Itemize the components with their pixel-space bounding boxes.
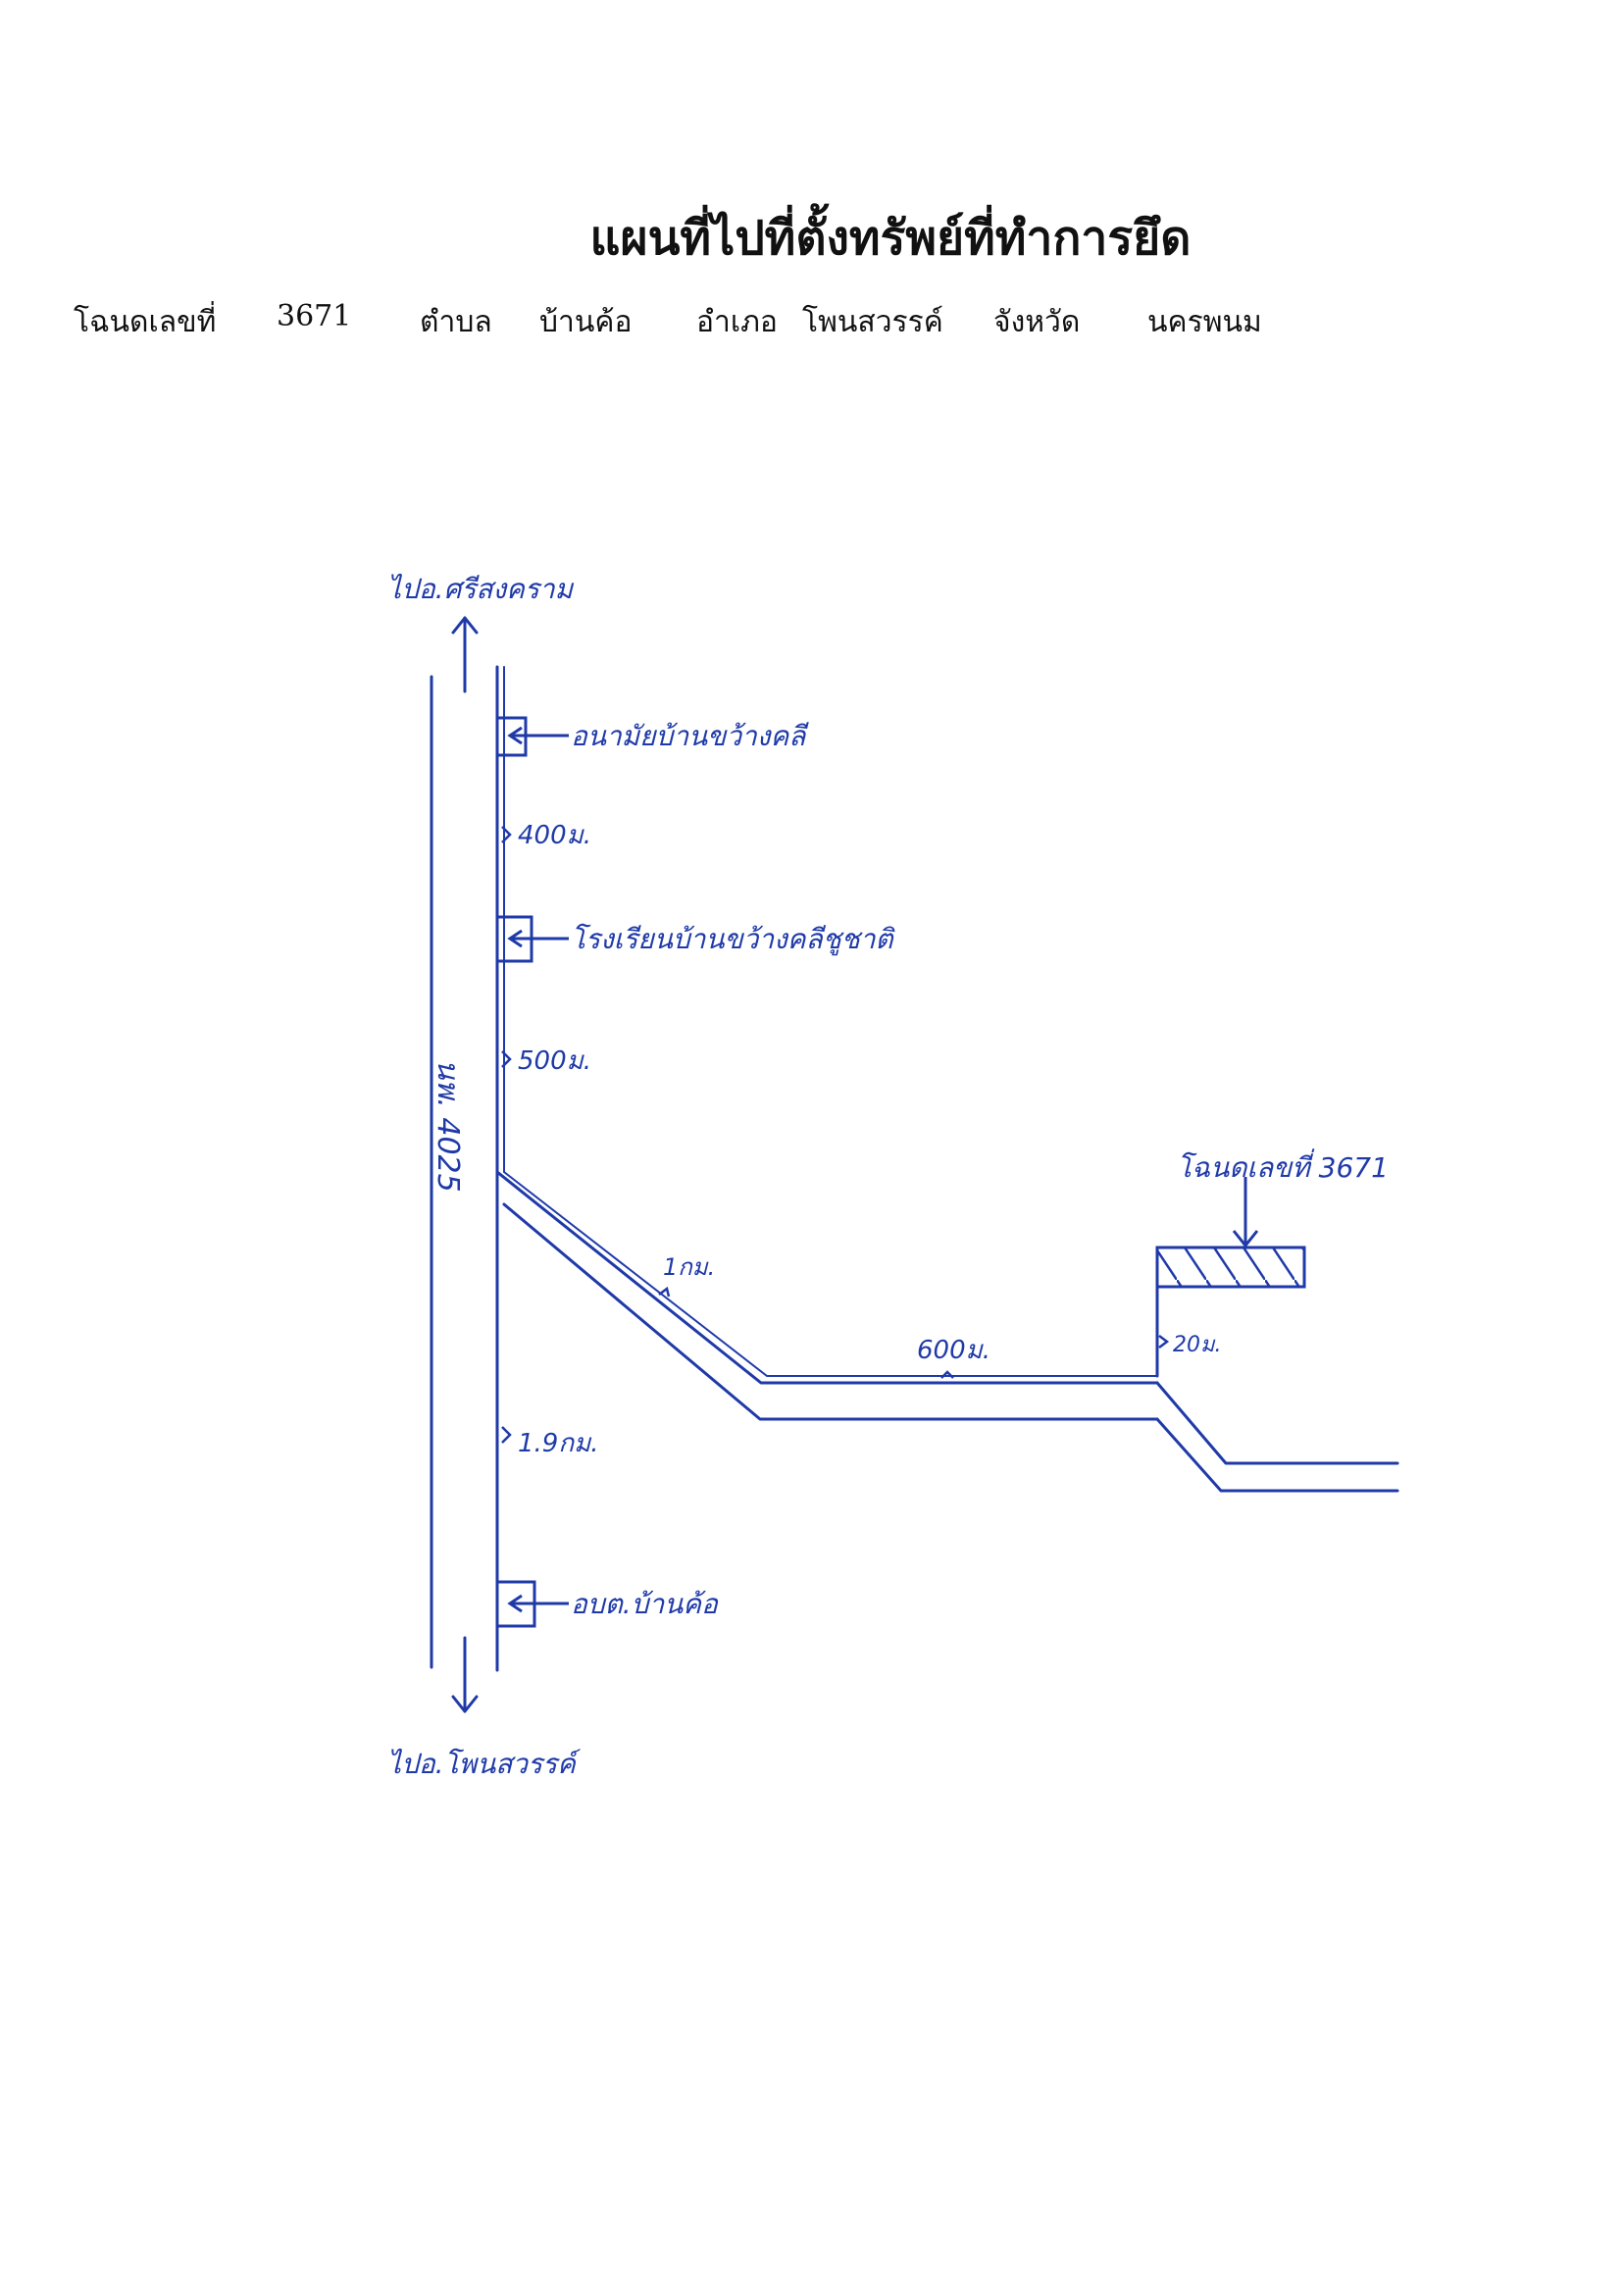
tambon-label: ตำบล [420, 305, 492, 339]
branch-road-upper [495, 1170, 1159, 1385]
east-road-upper [1155, 1381, 1399, 1465]
distance-20m: 20ม. [1173, 1333, 1222, 1357]
amphoe-value: โพนสวรรค์ [802, 305, 943, 339]
distance-600m: 600ม. [917, 1336, 990, 1365]
branch-road-lower [502, 1202, 1159, 1421]
distance-1km: 1กม. [663, 1253, 715, 1281]
road-name-label: นพ. 4025 [431, 1059, 465, 1193]
deed-label: โฉนดเลขที่ [74, 305, 217, 339]
north-destination-label: ไปอ.ศรีสงคราม [387, 573, 575, 605]
distance-400m: 400ม. [518, 821, 591, 850]
distance-500m: 500ม. [518, 1046, 591, 1076]
page-title: แผนที่ไปที่ตั้งทรัพย์ที่ทำการยึด [589, 211, 1192, 266]
tambon-value: บ้านค้อ [539, 305, 633, 339]
amphoe-label: อำเภอ [696, 305, 778, 339]
target-plot [1155, 1246, 1306, 1289]
distance-1-9km: 1.9กม. [518, 1429, 599, 1458]
health-station-label: อนามัยบ้านขว้างคลี [571, 720, 809, 752]
tao-label: อบต.บ้านค้อ [571, 1588, 719, 1620]
south-destination-label: ไปอ.โพนสวรรค์ [387, 1748, 582, 1780]
school-label: โรงเรียนบ้านขว้างคลีชูชาติ [571, 923, 896, 956]
deed-number: 3671 [277, 299, 352, 333]
province-value: นครพนม [1147, 305, 1262, 339]
east-road-lower [1155, 1417, 1399, 1493]
deed-target-label: โฉนดเลขที่ 3671 [1177, 1148, 1389, 1184]
province-label: จังหวัด [993, 305, 1081, 339]
